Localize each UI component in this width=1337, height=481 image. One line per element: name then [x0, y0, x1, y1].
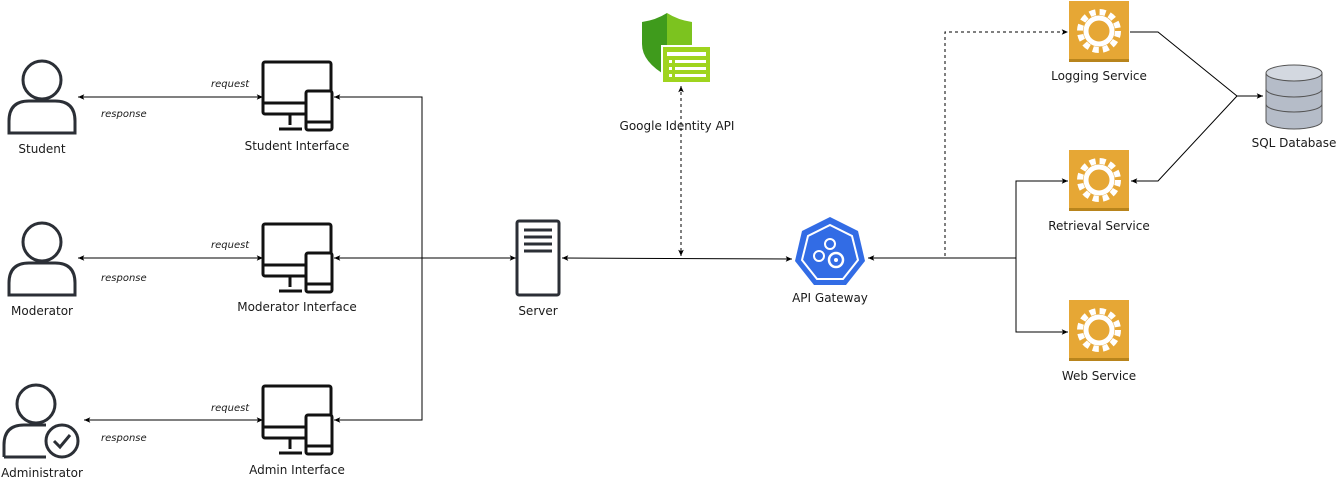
- logging-service-label: Logging Service: [1051, 69, 1147, 83]
- admin-interface: Admin Interface: [249, 384, 345, 477]
- api-gateway-label: API Gateway: [792, 291, 868, 305]
- student-interface-bus: [334, 94, 423, 258]
- google-identity-label: Google Identity API: [620, 119, 735, 133]
- student-label: Student: [18, 142, 66, 156]
- student-interface: Student Interface: [245, 60, 350, 153]
- server-label: Server: [518, 304, 557, 318]
- retrieval-db-connector: [1131, 95, 1238, 184]
- sql-database-label: SQL Database: [1252, 136, 1337, 150]
- gear-icon: [1069, 300, 1129, 361]
- administrator-actor: Administrator: [1, 383, 83, 480]
- logging-connector: [944, 29, 1068, 256]
- student-response-label: response: [101, 109, 147, 120]
- admin-user-icon: [2, 383, 80, 459]
- admin-interface-label: Admin Interface: [249, 463, 345, 477]
- moderator-label: Moderator: [11, 304, 73, 318]
- admin-interface-bus: [334, 258, 423, 423]
- moderator-interface-label: Moderator Interface: [237, 300, 357, 314]
- moderator-request-label: request: [211, 240, 250, 251]
- web-connector: [1015, 258, 1068, 335]
- retrieval-connector: [1015, 178, 1068, 258]
- gear-icon: [1069, 1, 1129, 62]
- administrator-response-label: response: [101, 433, 147, 444]
- google-identity-node: Google Identity API: [620, 13, 735, 133]
- logging-db-connector: [1130, 31, 1263, 99]
- edge-labels: request response request response reques…: [101, 79, 250, 444]
- moderator-response-label: response: [101, 273, 147, 284]
- moderator-actor: Moderator: [7, 221, 77, 318]
- user-icon: [7, 59, 77, 135]
- desktop-mobile-icon: [261, 384, 334, 456]
- web-service-node: Web Service: [1062, 300, 1136, 383]
- web-service-label: Web Service: [1062, 369, 1136, 383]
- user-icon: [7, 221, 77, 297]
- student-actor: Student: [7, 59, 77, 156]
- moderator-interface: Moderator Interface: [237, 222, 357, 314]
- student-request-label: request: [211, 79, 250, 90]
- server-node: Server: [515, 219, 561, 318]
- server-gateway-connector: [561, 255, 793, 262]
- retrieval-service-label: Retrieval Service: [1048, 219, 1150, 233]
- gear-icon: [1069, 150, 1129, 211]
- desktop-mobile-icon: [261, 60, 334, 132]
- administrator-label: Administrator: [1, 466, 83, 480]
- retrieval-service-node: Retrieval Service: [1048, 150, 1150, 233]
- administrator-request-label: request: [211, 403, 250, 414]
- api-gateway-node: API Gateway: [792, 217, 868, 305]
- logging-service-node: Logging Service: [1051, 1, 1147, 83]
- shield-icon: [642, 13, 712, 84]
- desktop-mobile-icon: [261, 222, 334, 294]
- database-icon: [1265, 64, 1323, 130]
- gateway-icon: [795, 217, 865, 285]
- sql-database-node: SQL Database: [1252, 64, 1337, 150]
- connectors: [78, 29, 1263, 423]
- server-icon: [515, 219, 561, 297]
- student-interface-label: Student Interface: [245, 139, 350, 153]
